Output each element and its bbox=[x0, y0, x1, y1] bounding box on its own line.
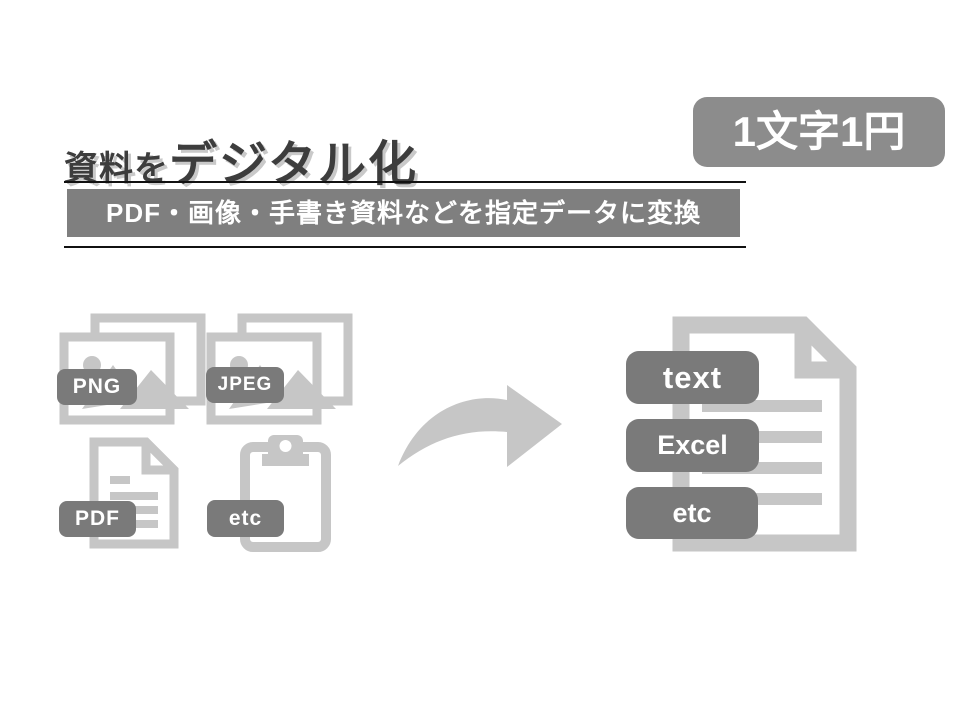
source-tag-pdf: PDF bbox=[59, 501, 136, 537]
source-tag-jpeg: JPEG bbox=[206, 367, 284, 403]
divider-top bbox=[64, 181, 746, 183]
output-tag-excel: Excel bbox=[626, 419, 759, 472]
subtitle-banner: PDF・画像・手書き資料などを指定データに変換 bbox=[67, 189, 740, 237]
output-tag-text: text bbox=[626, 351, 759, 404]
page-title-main: デジタル化 bbox=[169, 138, 419, 191]
source-tag-etc: etc bbox=[207, 500, 284, 537]
page-title: 資料をデジタル化 bbox=[64, 124, 418, 194]
divider-bottom bbox=[64, 246, 746, 248]
output-tag-etc: etc bbox=[626, 487, 758, 539]
source-tag-png: PNG bbox=[57, 369, 137, 405]
price-badge: 1文字1円 bbox=[693, 97, 945, 167]
curved-arrow-right-icon bbox=[398, 385, 562, 467]
